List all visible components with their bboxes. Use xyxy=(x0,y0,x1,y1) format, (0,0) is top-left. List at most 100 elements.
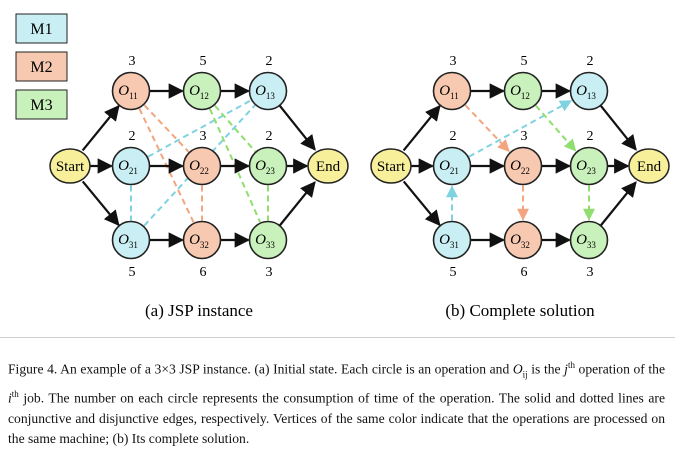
disjunctive-edge-o11-o22 xyxy=(143,104,190,153)
conjunctive-edge-13-end xyxy=(599,104,637,151)
duration-label-o23: 2 xyxy=(587,129,594,144)
operation-circle-o11 xyxy=(432,71,472,111)
duration-label-o22: 3 xyxy=(200,129,207,144)
operation-circle-o31 xyxy=(111,220,151,260)
caption-symbol-j-sup: th xyxy=(567,360,575,370)
operation-circle-o32 xyxy=(182,220,222,260)
caption-mid1: is the xyxy=(527,361,565,377)
caption-symbol-j: j xyxy=(564,361,568,377)
conjunctive-edge-13-end xyxy=(278,104,316,151)
operation-circle-o31 xyxy=(432,220,472,260)
operation-circle-o22 xyxy=(182,146,222,186)
disjunctive-edge-o11-o22 xyxy=(464,104,510,152)
duration-label-o31: 5 xyxy=(450,265,457,280)
duration-label-o31: 5 xyxy=(129,265,136,280)
caption-symbol-i: i xyxy=(8,390,12,406)
conjunctive-edge-start-11 xyxy=(402,104,441,152)
legend-item-m1: M1 xyxy=(15,13,68,44)
disjunctive-edge-o12-o23 xyxy=(535,104,577,152)
conjunctive-edge-start-31 xyxy=(402,180,441,227)
end-node xyxy=(307,148,349,184)
start-node-label: Start xyxy=(377,159,406,175)
operation-circle-o23 xyxy=(248,146,288,186)
caption-suffix: job. The number on each circle represent… xyxy=(8,390,665,446)
duration-label-o11: 3 xyxy=(450,54,457,69)
legend-swatch-m2 xyxy=(15,51,68,82)
conjunctive-edge-start-31 xyxy=(81,180,120,227)
figure-caption: Figure 4. An example of a 3×3 JSP instan… xyxy=(8,355,665,449)
legend-item-m3: M3 xyxy=(15,89,68,120)
legend-swatch-m3 xyxy=(15,89,68,120)
caption-divider xyxy=(0,337,675,338)
duration-label-o32: 6 xyxy=(200,265,207,280)
start-node xyxy=(370,148,412,184)
legend-label-m2: M2 xyxy=(30,59,52,76)
duration-label-o11: 3 xyxy=(129,54,136,69)
operation-circle-o23 xyxy=(569,146,609,186)
operation-circle-o12 xyxy=(503,71,543,111)
operation-circle-o13 xyxy=(569,71,609,111)
operation-circle-o21 xyxy=(111,146,151,186)
duration-label-o13: 2 xyxy=(266,54,273,69)
duration-label-o21: 2 xyxy=(450,129,457,144)
conjunctive-edge-33-end xyxy=(278,181,316,227)
panel-caption-b: (b) Complete solution xyxy=(445,301,595,320)
caption-symbol-o: O xyxy=(512,361,523,377)
end-node-label: End xyxy=(316,159,341,175)
legend-label-m3: M3 xyxy=(30,97,52,114)
duration-label-o21: 2 xyxy=(129,129,136,144)
operation-circle-o32 xyxy=(503,220,543,260)
caption-prefix: Figure 4. An example of a 3×3 JSP instan… xyxy=(8,361,513,377)
end-node-label: End xyxy=(637,159,662,175)
legend-swatch-m1 xyxy=(15,13,68,44)
caption-mid2: operation of the xyxy=(574,361,666,377)
duration-label-o13: 2 xyxy=(587,54,594,69)
caption-symbol-i-sup: th xyxy=(11,389,19,400)
operation-circle-o21 xyxy=(432,146,472,186)
end-node xyxy=(628,148,670,184)
legend-item-m2: M2 xyxy=(15,51,68,82)
conjunctive-edge-33-end xyxy=(599,181,637,227)
operation-circle-o12 xyxy=(182,71,222,111)
panel-caption-a: (a) JSP instance xyxy=(145,301,253,320)
start-node xyxy=(49,148,91,184)
duration-label-o33: 3 xyxy=(587,265,594,280)
operation-circle-o22 xyxy=(503,146,543,186)
operation-circle-o13 xyxy=(248,71,288,111)
disjunctive-edge-o12-o23 xyxy=(214,104,256,153)
start-node-label: Start xyxy=(56,159,85,175)
duration-label-o32: 6 xyxy=(521,265,528,280)
duration-label-o12: 5 xyxy=(200,54,207,69)
operation-circle-o33 xyxy=(569,220,609,260)
caption-symbol-o-sub: ij xyxy=(522,369,528,380)
duration-label-o33: 3 xyxy=(266,265,273,280)
operation-circle-o11 xyxy=(111,71,151,111)
duration-label-o22: 3 xyxy=(521,129,528,144)
operation-circle-o33 xyxy=(248,220,288,260)
duration-label-o12: 5 xyxy=(521,54,528,69)
conjunctive-edge-start-11 xyxy=(81,104,120,152)
duration-label-o23: 2 xyxy=(266,129,273,144)
